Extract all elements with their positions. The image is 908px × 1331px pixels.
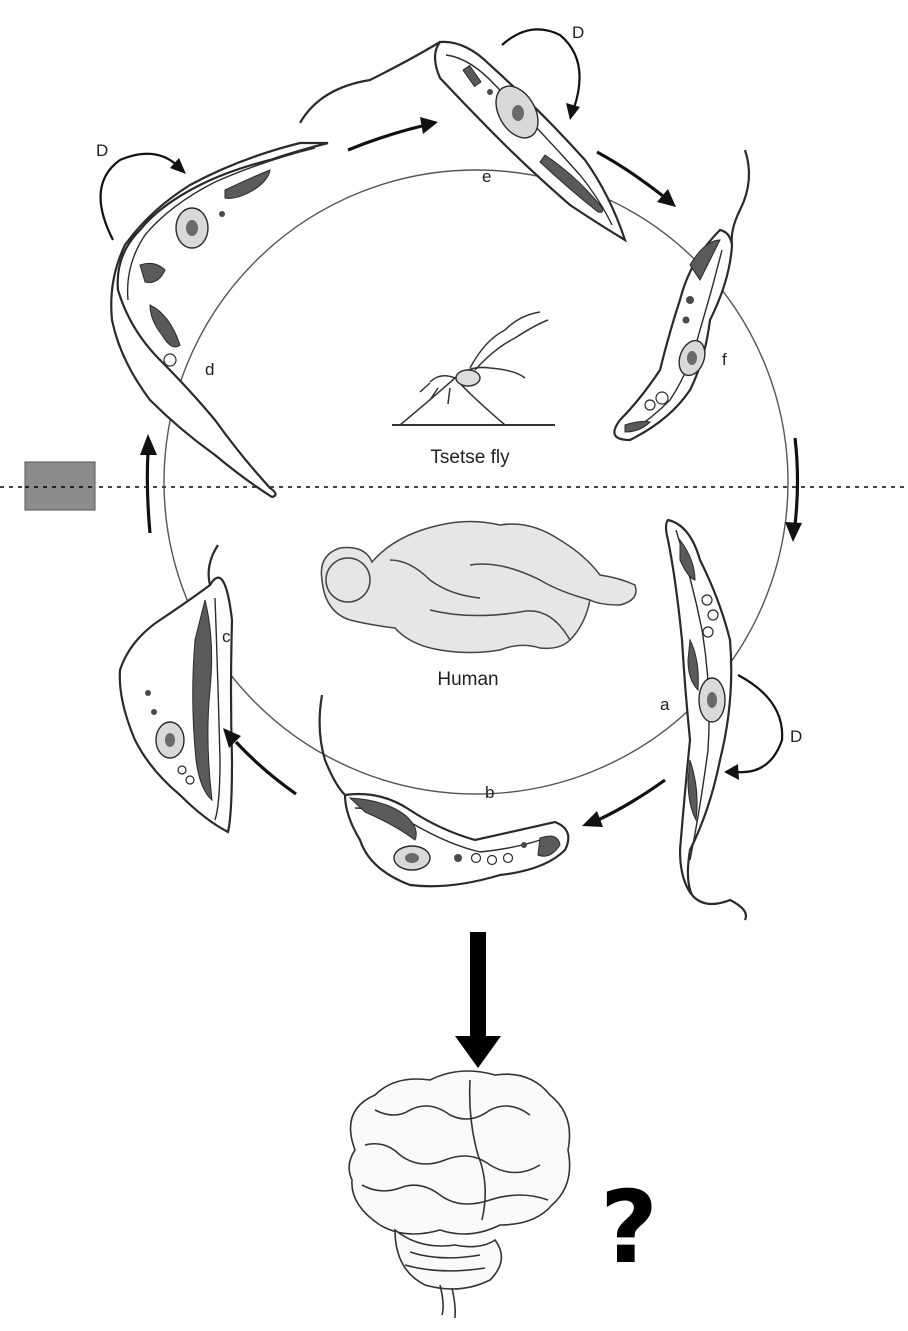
human-label: Human (437, 669, 498, 690)
brain-icon (349, 1071, 570, 1318)
down-arrow-to-brain (455, 932, 501, 1068)
division-label-stage-e: D (572, 23, 584, 42)
stage-label-b: b (485, 783, 494, 802)
tsetse-fly-icon (392, 312, 555, 425)
trypanosome-stage-d (111, 143, 328, 497)
division-label-stage-d: D (96, 141, 108, 160)
stage-label-a: a (660, 695, 670, 714)
tsetse-fly-label: Tsetse fly (430, 447, 510, 468)
cycle-arrow-a-to-b (582, 780, 665, 827)
trypanosome-stage-c (120, 545, 232, 832)
question-mark: ? (600, 1169, 658, 1286)
division-label-stage-a: D (790, 727, 802, 746)
stage-label-e: e (482, 167, 491, 186)
human-icon (321, 522, 636, 653)
division-arrow-stage-a: D (724, 675, 802, 780)
cycle-arrow-b-to-c (223, 728, 296, 794)
cycle-arrow-d-to-e (348, 117, 438, 150)
stage-label-c: c (222, 627, 231, 646)
stage-label-f: f (722, 350, 727, 369)
trypanosome-stage-e (300, 42, 625, 240)
trypanosome-stage-b (320, 695, 569, 886)
stage-label-d: d (205, 360, 214, 379)
cycle-arrow-c-to-d (140, 434, 157, 533)
trypanosome-stage-f (614, 150, 749, 440)
